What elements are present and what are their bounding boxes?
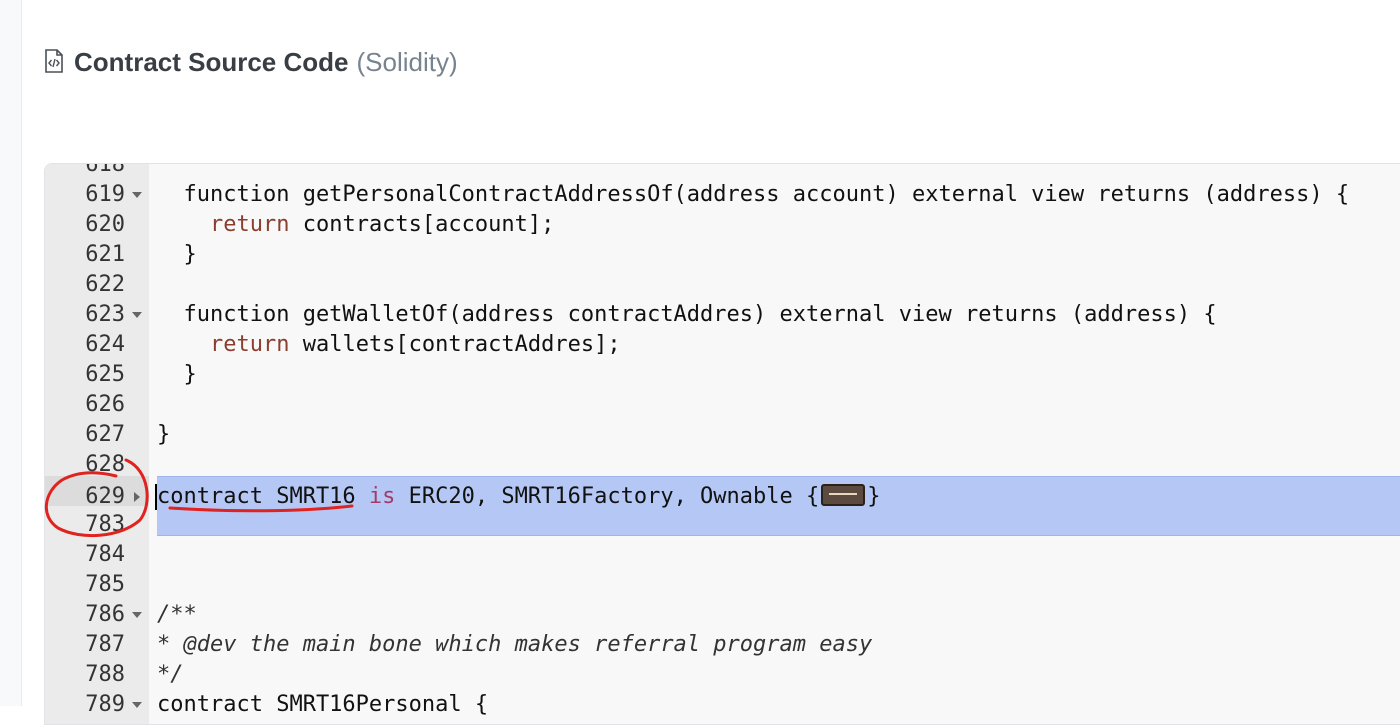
line-number: 785 [85, 572, 125, 597]
code-line: 622 [45, 270, 1400, 300]
line-number: 623 [85, 302, 125, 327]
code-line: 785 [45, 570, 1400, 600]
code-line: 626 [45, 390, 1400, 420]
code-line: 627} [45, 420, 1400, 450]
code-text: } [157, 362, 197, 387]
code-part: ERC20, SMRT16Factory, Ownable { [395, 484, 820, 509]
selected-line-highlight [157, 476, 1400, 536]
code-line: 624 return wallets[contractAddres]; [45, 330, 1400, 360]
code-line: 621 } [45, 240, 1400, 270]
line-number: 624 [85, 332, 125, 357]
line-number: 786 [85, 602, 125, 627]
code-line: 620 return contracts[account]; [45, 210, 1400, 240]
line-number: 620 [85, 212, 125, 237]
line-number: 622 [85, 272, 125, 297]
fold-arrow-icon[interactable] [131, 300, 143, 330]
code-text: * @dev the main bone which makes referra… [157, 632, 873, 657]
return-keyword: return [209, 212, 290, 237]
code-text: } [157, 422, 171, 447]
section-heading: Contract Source Code (Solidity) [44, 44, 458, 80]
code-line: 783 [45, 510, 1400, 540]
folded-code-widget[interactable] [821, 484, 866, 506]
fold-collapsed-icon[interactable] [131, 482, 143, 512]
code-text: } [157, 242, 197, 267]
code-line: 789 contract SMRT16Personal { [45, 690, 1400, 720]
fold-arrow-icon[interactable] [131, 690, 143, 720]
text-cursor [155, 484, 157, 510]
line-number: 626 [85, 392, 125, 417]
code-text: /** [157, 602, 197, 627]
indent [157, 212, 210, 237]
line-number: 787 [85, 632, 125, 657]
code-line: 786 /** [45, 600, 1400, 630]
fold-arrow-icon[interactable] [131, 180, 143, 210]
line-number: 784 [85, 542, 125, 567]
return-keyword: return [209, 332, 290, 357]
line-number: 789 [85, 692, 125, 717]
code-text: */ [157, 662, 184, 687]
code-line: 628 [45, 450, 1400, 480]
line-number: 627 [85, 422, 125, 447]
code-rest: contracts[account]; [289, 212, 555, 237]
code-line: 788 */ [45, 660, 1400, 690]
code-text: function getPersonalContractAddressOf(ad… [157, 182, 1350, 207]
file-code-icon [44, 49, 66, 75]
line-number: 625 [85, 362, 125, 387]
line-number: 629 [85, 484, 125, 509]
line-number: 788 [85, 662, 125, 687]
indent [157, 332, 210, 357]
code-text: function getWalletOf(address contractAdd… [157, 302, 1217, 327]
code-text: contract SMRT16Personal { [157, 692, 489, 717]
fold-arrow-icon[interactable] [131, 600, 143, 630]
page-left-border [0, 0, 22, 706]
code-rest: wallets[contractAddres]; [289, 332, 621, 357]
code-text: contract SMRT16 is ERC20, SMRT16Factory,… [155, 482, 881, 512]
line-number: 628 [85, 452, 125, 477]
code-editor[interactable]: 618 619 function getPersonalContractAddre… [44, 163, 1400, 725]
code-part: } [867, 484, 881, 509]
line-number: 621 [85, 242, 125, 267]
code-line: 625 } [45, 360, 1400, 390]
line-number-gutter [45, 164, 149, 724]
language-label: (Solidity) [356, 46, 458, 77]
is-keyword: is [368, 484, 396, 509]
line-number: 618 [85, 163, 125, 177]
line-number: 619 [85, 182, 125, 207]
code-part: contract SMRT16 [157, 484, 369, 509]
code-line: 618 [45, 163, 1400, 180]
code-line: 629 contract SMRT16 is ERC20, SMRT16Facto… [45, 482, 1400, 512]
code-line: 623 function getWalletOf(address contrac… [45, 300, 1400, 330]
code-line: 787 * @dev the main bone which makes refe… [45, 630, 1400, 660]
code-line: 619 function getPersonalContractAddressO… [45, 180, 1400, 210]
page-title: Contract Source Code [74, 46, 349, 77]
code-text: return wallets[contractAddres]; [157, 330, 621, 360]
line-number: 783 [85, 512, 125, 537]
code-text: return contracts[account]; [157, 210, 554, 240]
code-line: 784 [45, 540, 1400, 570]
